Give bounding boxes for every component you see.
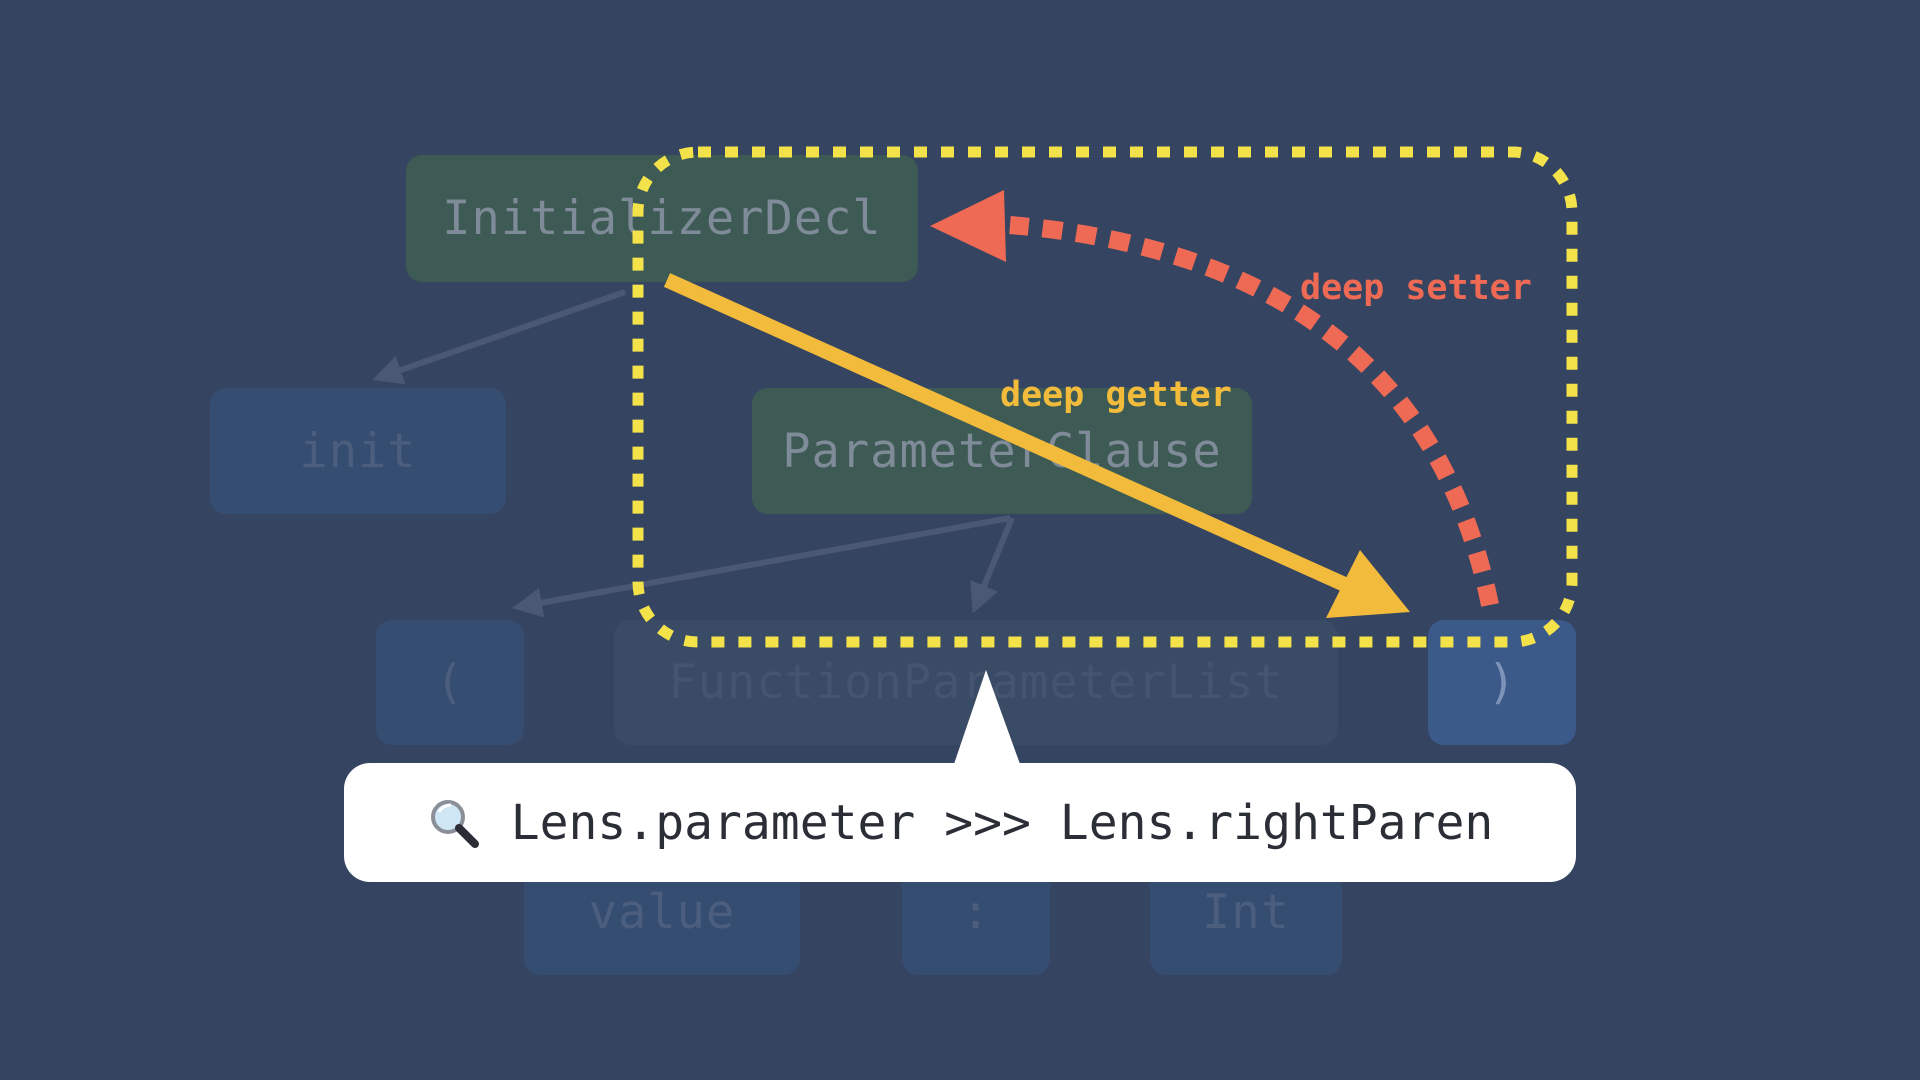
init-keyword-node: init — [210, 388, 506, 514]
parameter-clause-node: ParameterClause — [752, 388, 1252, 514]
deep-getter-arrowhead — [1326, 550, 1410, 618]
edge-clause-to-param-list — [970, 516, 1015, 614]
focus-region-outline — [632, 146, 1578, 648]
callout-tail — [954, 670, 1020, 764]
edge-decl-to-init — [372, 289, 626, 385]
lens-composition-code: Lens.parameter >>> Lens.rightParen — [510, 794, 1494, 851]
magnifier-icon — [430, 799, 479, 848]
deep-setter-arrow-path — [1009, 216, 1499, 607]
left-paren-node: ( — [376, 620, 524, 745]
deep-getter-arrow-line — [663, 273, 1372, 602]
deep-setter-arrowhead — [930, 190, 1006, 262]
deep-setter-label: deep setter — [1300, 268, 1532, 308]
lens-composition-callout: Lens.parameter >>> Lens.rightParen — [344, 763, 1576, 882]
edge-clause-to-left-paren — [512, 515, 1011, 618]
deep-getter-label: deep getter — [1000, 375, 1232, 415]
initializer-decl-node: InitializerDecl — [406, 155, 918, 282]
